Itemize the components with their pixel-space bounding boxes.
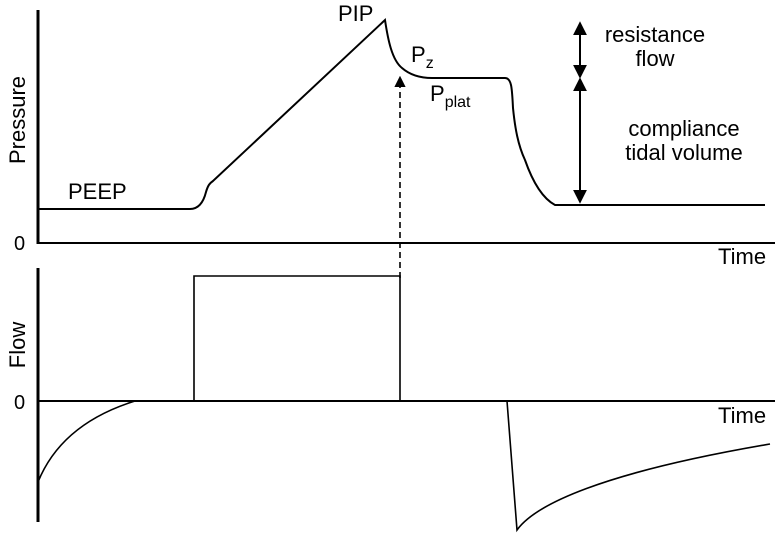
compliance-label: compliance (628, 116, 739, 141)
peep-label: PEEP (68, 179, 127, 204)
flow-zero-label: 0 (14, 392, 25, 414)
pressure-time-label: Time (718, 244, 766, 269)
flow-panel: Flow 0 Time (5, 268, 775, 533)
flow-inspiratory-square (193, 275, 401, 401)
pressure-axis-label: Pressure (5, 76, 30, 164)
tidal-volume-label: tidal volume (625, 140, 742, 165)
pressure-curve (38, 17, 765, 210)
flow-time-label: Time (718, 403, 766, 428)
pressure-panel: Pressure 0 Time PEEP PIP Pz Pplat resist… (5, 1, 775, 278)
pz-label: Pz (411, 42, 434, 72)
pressure-zero-label: 0 (14, 233, 25, 255)
resistance-label: resistance (605, 22, 705, 47)
flow-axis-label: Flow (5, 322, 30, 369)
flow-cause-label: flow (635, 46, 674, 71)
pplat-subscript: plat (445, 94, 471, 111)
pip-label: PIP (338, 1, 373, 26)
pplat-label: Pplat (430, 81, 471, 111)
flow-expiratory-tail-left (37, 400, 136, 483)
flow-expiratory-curve (506, 400, 771, 533)
pz-subscript: z (426, 55, 434, 72)
